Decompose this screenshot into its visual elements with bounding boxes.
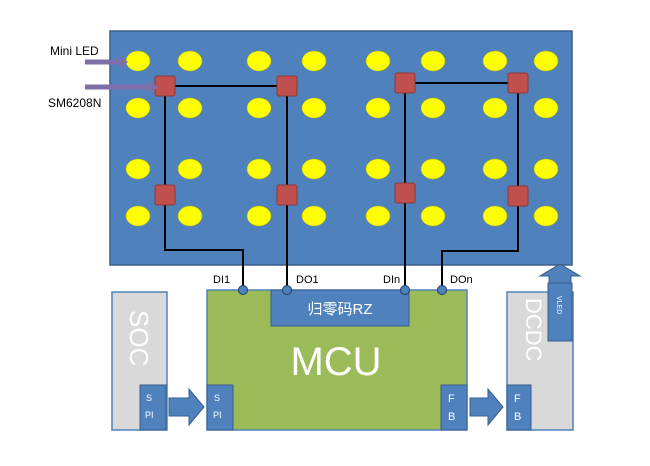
soc-label: SOC [124,310,154,366]
led [301,50,327,72]
pin-don-label: DOn [450,274,473,286]
connection-dot [400,285,410,295]
mini-led-arrow-head [120,56,128,68]
wire-di1 [164,195,244,288]
vled-arrow [538,263,582,284]
mcu-fb-line2: B [448,411,455,423]
pin-din-label: DIn [383,274,400,286]
driver-arrow-head [150,81,158,93]
connection-dots [238,285,447,295]
dcdc-label: DCDC [521,298,546,362]
led [125,158,151,180]
rz-label: 归零码RZ [308,301,373,318]
led [365,205,391,227]
connection-dot [238,285,248,295]
driver-chips [154,72,529,207]
led [365,50,391,72]
led [420,158,446,180]
led [482,158,508,180]
soc-spi-line2: PI [145,410,154,420]
dcdc-fb-line2: B [514,411,521,423]
mcu-label: MCU [290,340,381,384]
spi-arrow [168,387,205,427]
led [482,50,508,72]
led [482,97,508,119]
led [420,50,446,72]
led [533,97,559,119]
connection-dot [437,285,447,295]
led [246,97,272,119]
driver-chip [394,72,416,94]
led [125,205,151,227]
driver-label: SM6208N [48,96,101,110]
led [365,158,391,180]
fb-arrow [469,387,504,427]
pin-di1-label: DI1 [213,274,230,286]
led [533,158,559,180]
driver-chip [154,75,176,97]
driver-chip [154,184,176,206]
mini-led-label: Mini LED [50,44,99,58]
rz-block [270,289,410,327]
soc-spi-line1: S [146,393,152,403]
driver-chip [276,184,298,206]
led [246,158,272,180]
led [125,97,151,119]
pin-do1-label: DO1 [296,274,319,286]
led [482,205,508,227]
led [420,97,446,119]
dcdc-fb-line1: F [514,393,521,405]
vled-port [547,282,573,342]
soc-spi-port [139,384,167,431]
led [177,205,203,227]
mcu-fb-line1: F [448,393,455,405]
led [125,50,151,72]
mcu-spi-line1: S [214,393,220,403]
led [246,50,272,72]
led [301,97,327,119]
connection-dot [282,285,292,295]
led [246,205,272,227]
led [301,158,327,180]
wire-don [441,196,519,288]
led [301,205,327,227]
led [177,97,203,119]
led [177,50,203,72]
mcu-spi-port [206,384,234,431]
driver-chip [394,182,416,204]
driver-wiring [164,82,519,288]
led [533,50,559,72]
driver-chip [276,75,298,97]
vled-label: VLED [555,296,562,314]
led-array [125,50,559,227]
mcu-spi-line2: PI [213,410,222,420]
driver-chip [507,72,529,94]
led [420,205,446,227]
led [177,158,203,180]
led [533,205,559,227]
dcdc-fb-port [506,384,532,431]
led [365,97,391,119]
driver-chip [507,185,529,207]
mcu-fb-port [440,384,468,431]
